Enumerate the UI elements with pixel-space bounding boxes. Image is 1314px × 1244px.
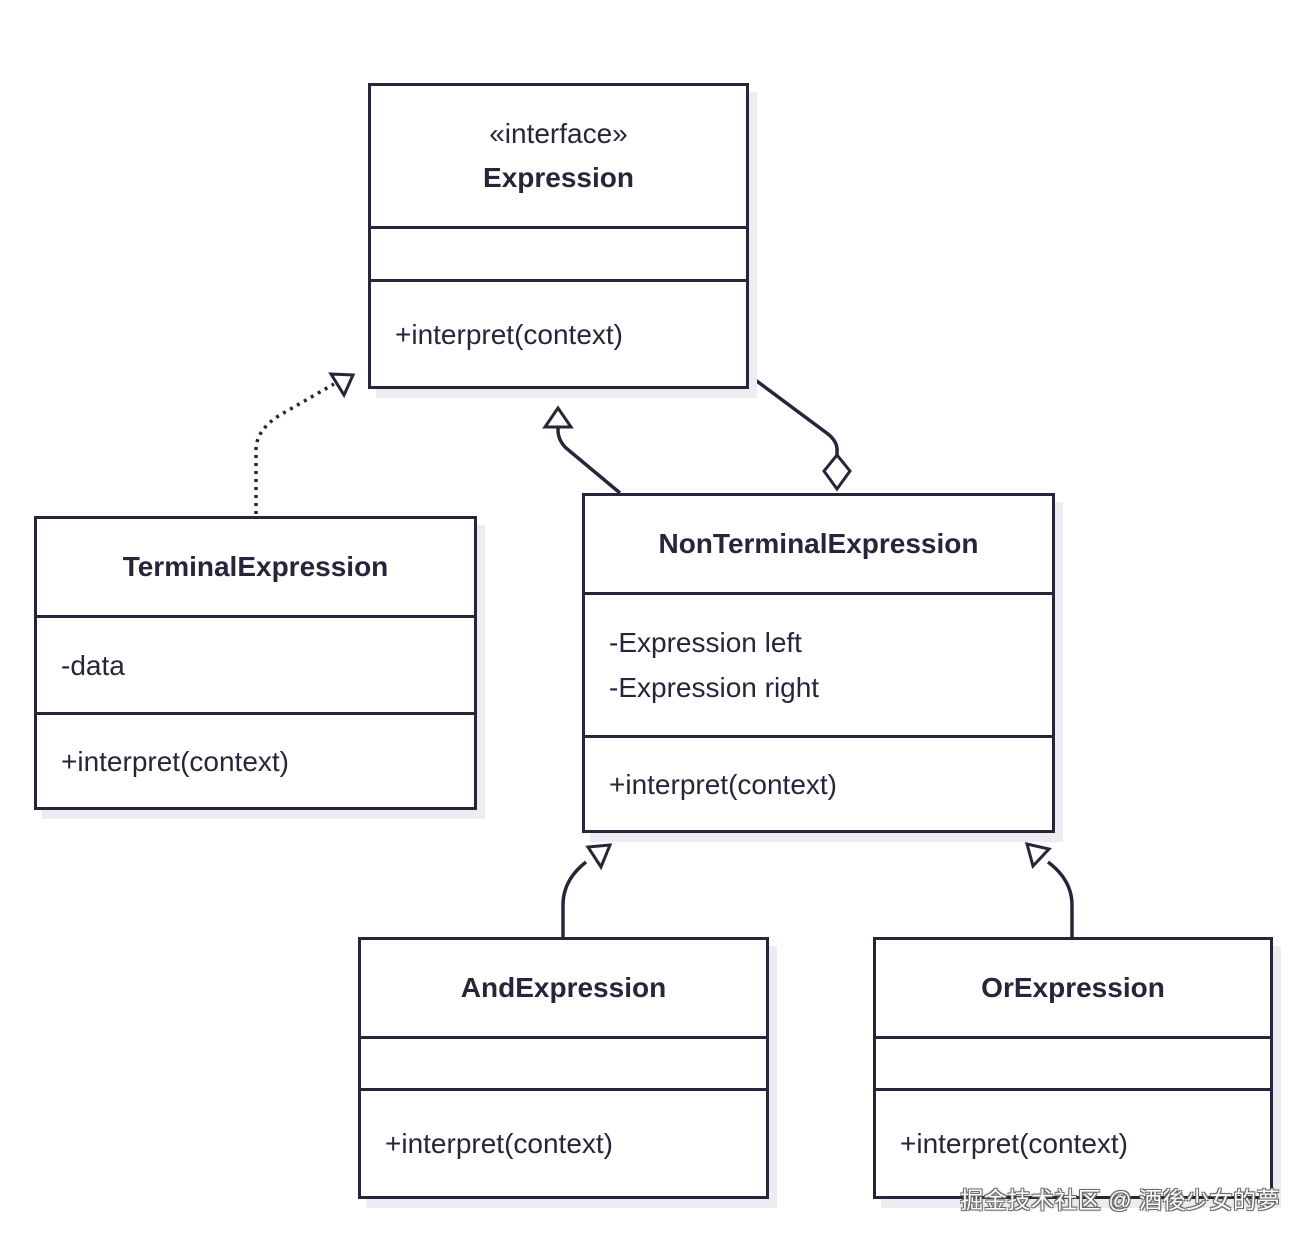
class-terminal-expression-header: TerminalExpression [37, 519, 474, 618]
generalization-or-to-nonterminal-line [1046, 860, 1074, 937]
class-and-expression-methods: +interpret(context) [361, 1091, 766, 1196]
class-and-expression-header: AndExpression [361, 940, 766, 1039]
class-nonterminal-expression-name: NonTerminalExpression [658, 528, 979, 559]
realization-arrowhead [328, 372, 356, 399]
class-terminal-expression-methods: +interpret(context) [37, 715, 474, 807]
class-nonterminal-expression-attribute-right: -Expression right [609, 672, 820, 703]
class-or-expression-name: OrExpression [981, 972, 1165, 1003]
class-and-expression-attributes [361, 1039, 766, 1091]
class-terminal-expression-attribute: -data [61, 649, 125, 681]
class-expression[interactable]: «interface» Expression +interpret(contex… [368, 83, 749, 389]
class-and-expression-method: +interpret(context) [385, 1128, 613, 1159]
class-nonterminal-expression-attribute-left: -Expression left [609, 627, 802, 658]
class-expression-header: «interface» Expression [371, 86, 746, 229]
class-or-expression-methods: +interpret(context) [876, 1091, 1270, 1196]
aggregation-line [748, 374, 839, 456]
class-terminal-expression-attributes: -data [37, 618, 474, 715]
class-nonterminal-expression-method: +interpret(context) [609, 768, 837, 800]
class-nonterminal-expression-methods: +interpret(context) [585, 738, 1052, 830]
class-nonterminal-expression[interactable]: NonTerminalExpression -Expression left -… [582, 493, 1055, 833]
class-nonterminal-expression-attributes: -Expression left -Expression right [585, 595, 1052, 738]
class-terminal-expression-name: TerminalExpression [122, 551, 389, 582]
class-expression-methods: +interpret(context) [371, 282, 746, 386]
class-expression-method: +interpret(context) [395, 318, 623, 350]
generalization-arrowhead-expression [542, 405, 574, 429]
class-expression-attributes [371, 229, 746, 282]
class-or-expression-header: OrExpression [876, 940, 1270, 1039]
class-nonterminal-expression-header: NonTerminalExpression [585, 496, 1052, 595]
class-expression-name: Expression [483, 162, 634, 193]
realization-terminal-to-expression-line [254, 382, 335, 514]
class-expression-stereotype: «interface» [489, 118, 628, 149]
class-terminal-expression[interactable]: TerminalExpression -data +interpret(cont… [34, 516, 477, 810]
generalization-nonterminal-to-expression-line [556, 426, 622, 495]
class-and-expression-name: AndExpression [460, 972, 667, 1003]
class-and-expression[interactable]: AndExpression +interpret(context) [358, 937, 769, 1199]
class-or-expression[interactable]: OrExpression +interpret(context) [873, 937, 1273, 1199]
class-or-expression-attributes [876, 1039, 1270, 1091]
class-terminal-expression-method: +interpret(context) [61, 745, 289, 777]
generalization-arrowhead-or [1024, 841, 1052, 869]
generalization-and-to-nonterminal-line [561, 860, 588, 937]
aggregation-diamond [822, 452, 852, 492]
generalization-arrowhead-and [585, 843, 613, 871]
class-or-expression-method: +interpret(context) [900, 1128, 1128, 1159]
watermark: 掘金技术社区 @ 酒後少女的夢 [960, 1187, 1280, 1213]
